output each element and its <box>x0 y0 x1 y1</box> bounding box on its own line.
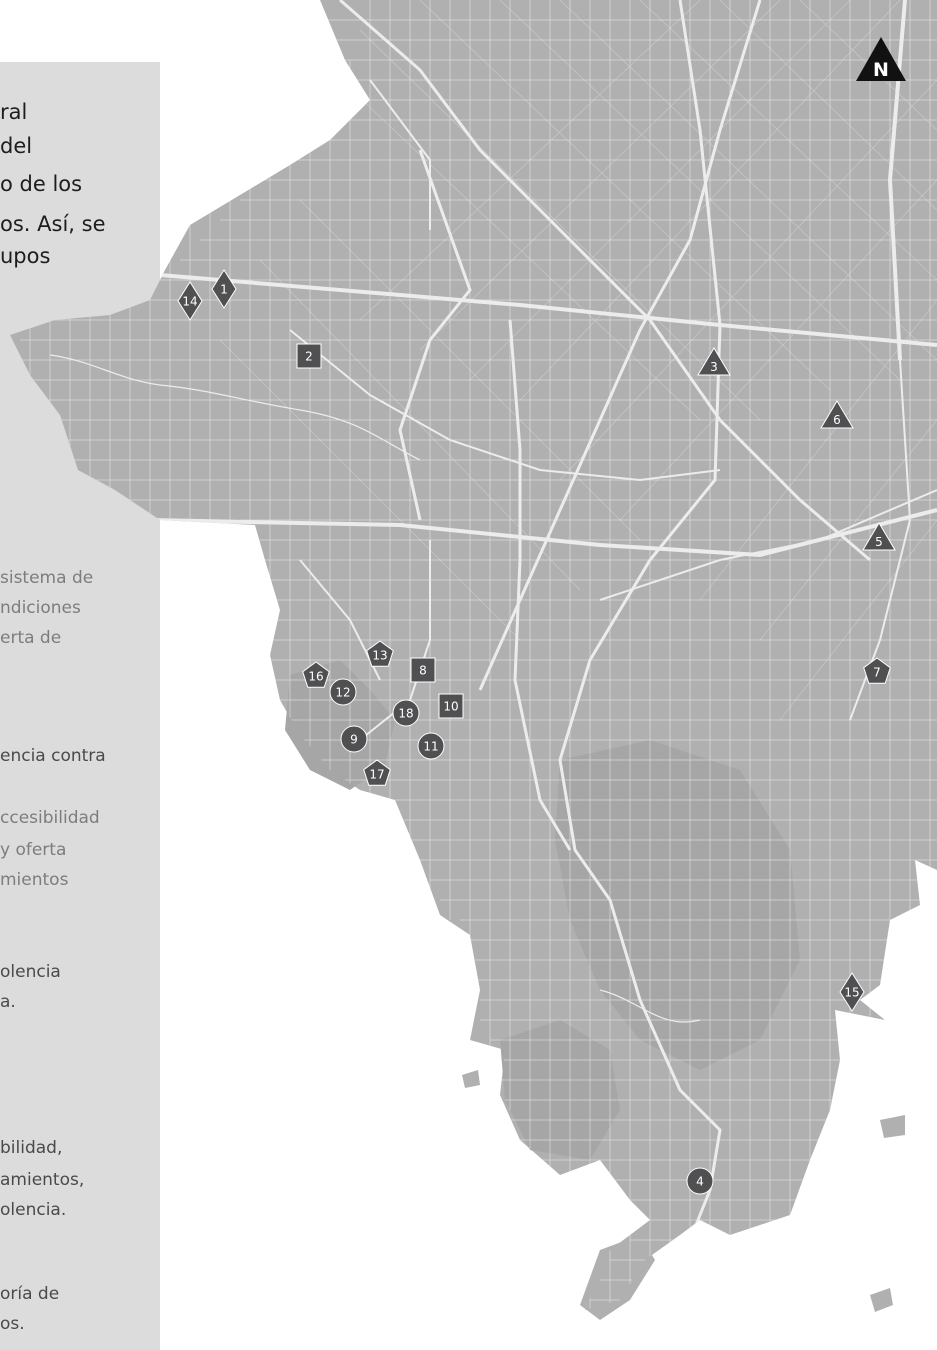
marker-label: 1 <box>220 283 228 297</box>
circle-marker-icon <box>340 725 368 753</box>
diamond-marker-icon <box>211 269 237 309</box>
legend-line: sistema de <box>0 568 94 588</box>
marker-label: 14 <box>182 295 197 309</box>
map-marker-12[interactable]: 12 <box>329 678 357 706</box>
open-area <box>555 740 800 1070</box>
legend-line: erta de <box>0 628 62 648</box>
intro-line: upos <box>0 244 51 268</box>
map-marker-6[interactable]: 6 <box>820 400 854 429</box>
city-area-parcel <box>462 1070 480 1088</box>
legend-line: y oferta <box>0 840 67 860</box>
diamond-marker-icon <box>177 281 203 321</box>
marker-label: 13 <box>372 649 387 663</box>
map-marker-5[interactable]: 5 <box>862 522 896 551</box>
map-marker-16[interactable]: 16 <box>302 661 330 688</box>
map-marker-18[interactable]: 18 <box>392 699 420 727</box>
marker-label: 5 <box>875 535 883 549</box>
circle-marker-icon <box>329 678 357 706</box>
marker-label: 9 <box>350 733 358 747</box>
street-network <box>20 0 937 1310</box>
legend-line: olencia. <box>0 1200 67 1220</box>
marker-label: 18 <box>398 707 413 721</box>
pentagon-marker-icon <box>863 657 891 684</box>
marker-label: 8 <box>419 664 427 678</box>
marker-label: 15 <box>844 986 859 1000</box>
marker-label: 4 <box>696 1175 704 1189</box>
legend-line: ccesibilidad <box>0 808 100 828</box>
map-marker-14[interactable]: 14 <box>177 281 203 321</box>
city-area-parcel <box>580 1235 655 1320</box>
intro-line: os. Así, se <box>0 212 106 236</box>
north-arrow-icon: N <box>856 37 906 81</box>
triangle-marker-icon <box>697 347 731 376</box>
map-marker-3[interactable]: 3 <box>697 347 731 376</box>
map-marker-1[interactable]: 1 <box>211 269 237 309</box>
legend-line: mientos <box>0 870 69 890</box>
map-marker-4[interactable]: 4 <box>686 1167 714 1195</box>
legend-line: a. <box>0 992 16 1012</box>
legend-line: olencia <box>0 962 61 982</box>
map-marker-2[interactable]: 2 <box>296 343 322 369</box>
map-marker-9[interactable]: 9 <box>340 725 368 753</box>
marker-label: 11 <box>423 740 438 754</box>
legend-line: oría de <box>0 1284 60 1304</box>
map-marker-13[interactable]: 13 <box>366 640 394 667</box>
city-area-parcel <box>870 1288 893 1312</box>
circle-marker-icon <box>392 699 420 727</box>
diamond-marker-icon <box>839 972 865 1012</box>
map-marker-11[interactable]: 11 <box>417 732 445 760</box>
markers-layer: 1 14 2 3 6 5 7 13 8 16 12 10 18 9 11 17 15 4 <box>177 269 896 1195</box>
svg-text:N: N <box>873 59 889 81</box>
marker-label: 12 <box>335 686 350 700</box>
legend-line: os. <box>0 1314 25 1334</box>
map-marker-7[interactable]: 7 <box>863 657 891 684</box>
square-marker-icon <box>410 657 436 683</box>
marker-label: 17 <box>369 768 384 782</box>
pentagon-marker-icon <box>302 661 330 688</box>
map-marker-8[interactable]: 8 <box>410 657 436 683</box>
city-area <box>10 0 937 1310</box>
marker-label: 7 <box>873 666 881 680</box>
map-marker-15[interactable]: 15 <box>839 972 865 1012</box>
triangle-marker-icon <box>862 522 896 551</box>
pentagon-marker-icon <box>363 759 391 786</box>
marker-label: 6 <box>833 413 841 427</box>
marker-label: 16 <box>308 670 323 684</box>
intro-line: ral <box>0 100 28 124</box>
square-marker-icon <box>438 693 464 719</box>
circle-marker-icon <box>417 732 445 760</box>
triangle-marker-icon <box>820 400 854 429</box>
legend-panel <box>0 62 160 1350</box>
intro-line: o de los <box>0 172 83 196</box>
city-area-parcel <box>880 1115 905 1138</box>
square-marker-icon <box>296 343 322 369</box>
marker-label: 2 <box>305 350 313 364</box>
marker-label: 10 <box>443 700 458 714</box>
open-area <box>285 660 395 790</box>
legend-line: ndiciones <box>0 598 81 618</box>
pentagon-marker-icon <box>366 640 394 667</box>
circle-marker-icon <box>686 1167 714 1195</box>
intro-line: del <box>0 134 33 158</box>
map-marker-10[interactable]: 10 <box>438 693 464 719</box>
marker-label: 3 <box>710 360 718 374</box>
map-marker-17[interactable]: 17 <box>363 759 391 786</box>
legend-line: bilidad, <box>0 1138 63 1158</box>
legend-line: encia contra <box>0 746 106 766</box>
legend-line: amientos, <box>0 1170 85 1190</box>
